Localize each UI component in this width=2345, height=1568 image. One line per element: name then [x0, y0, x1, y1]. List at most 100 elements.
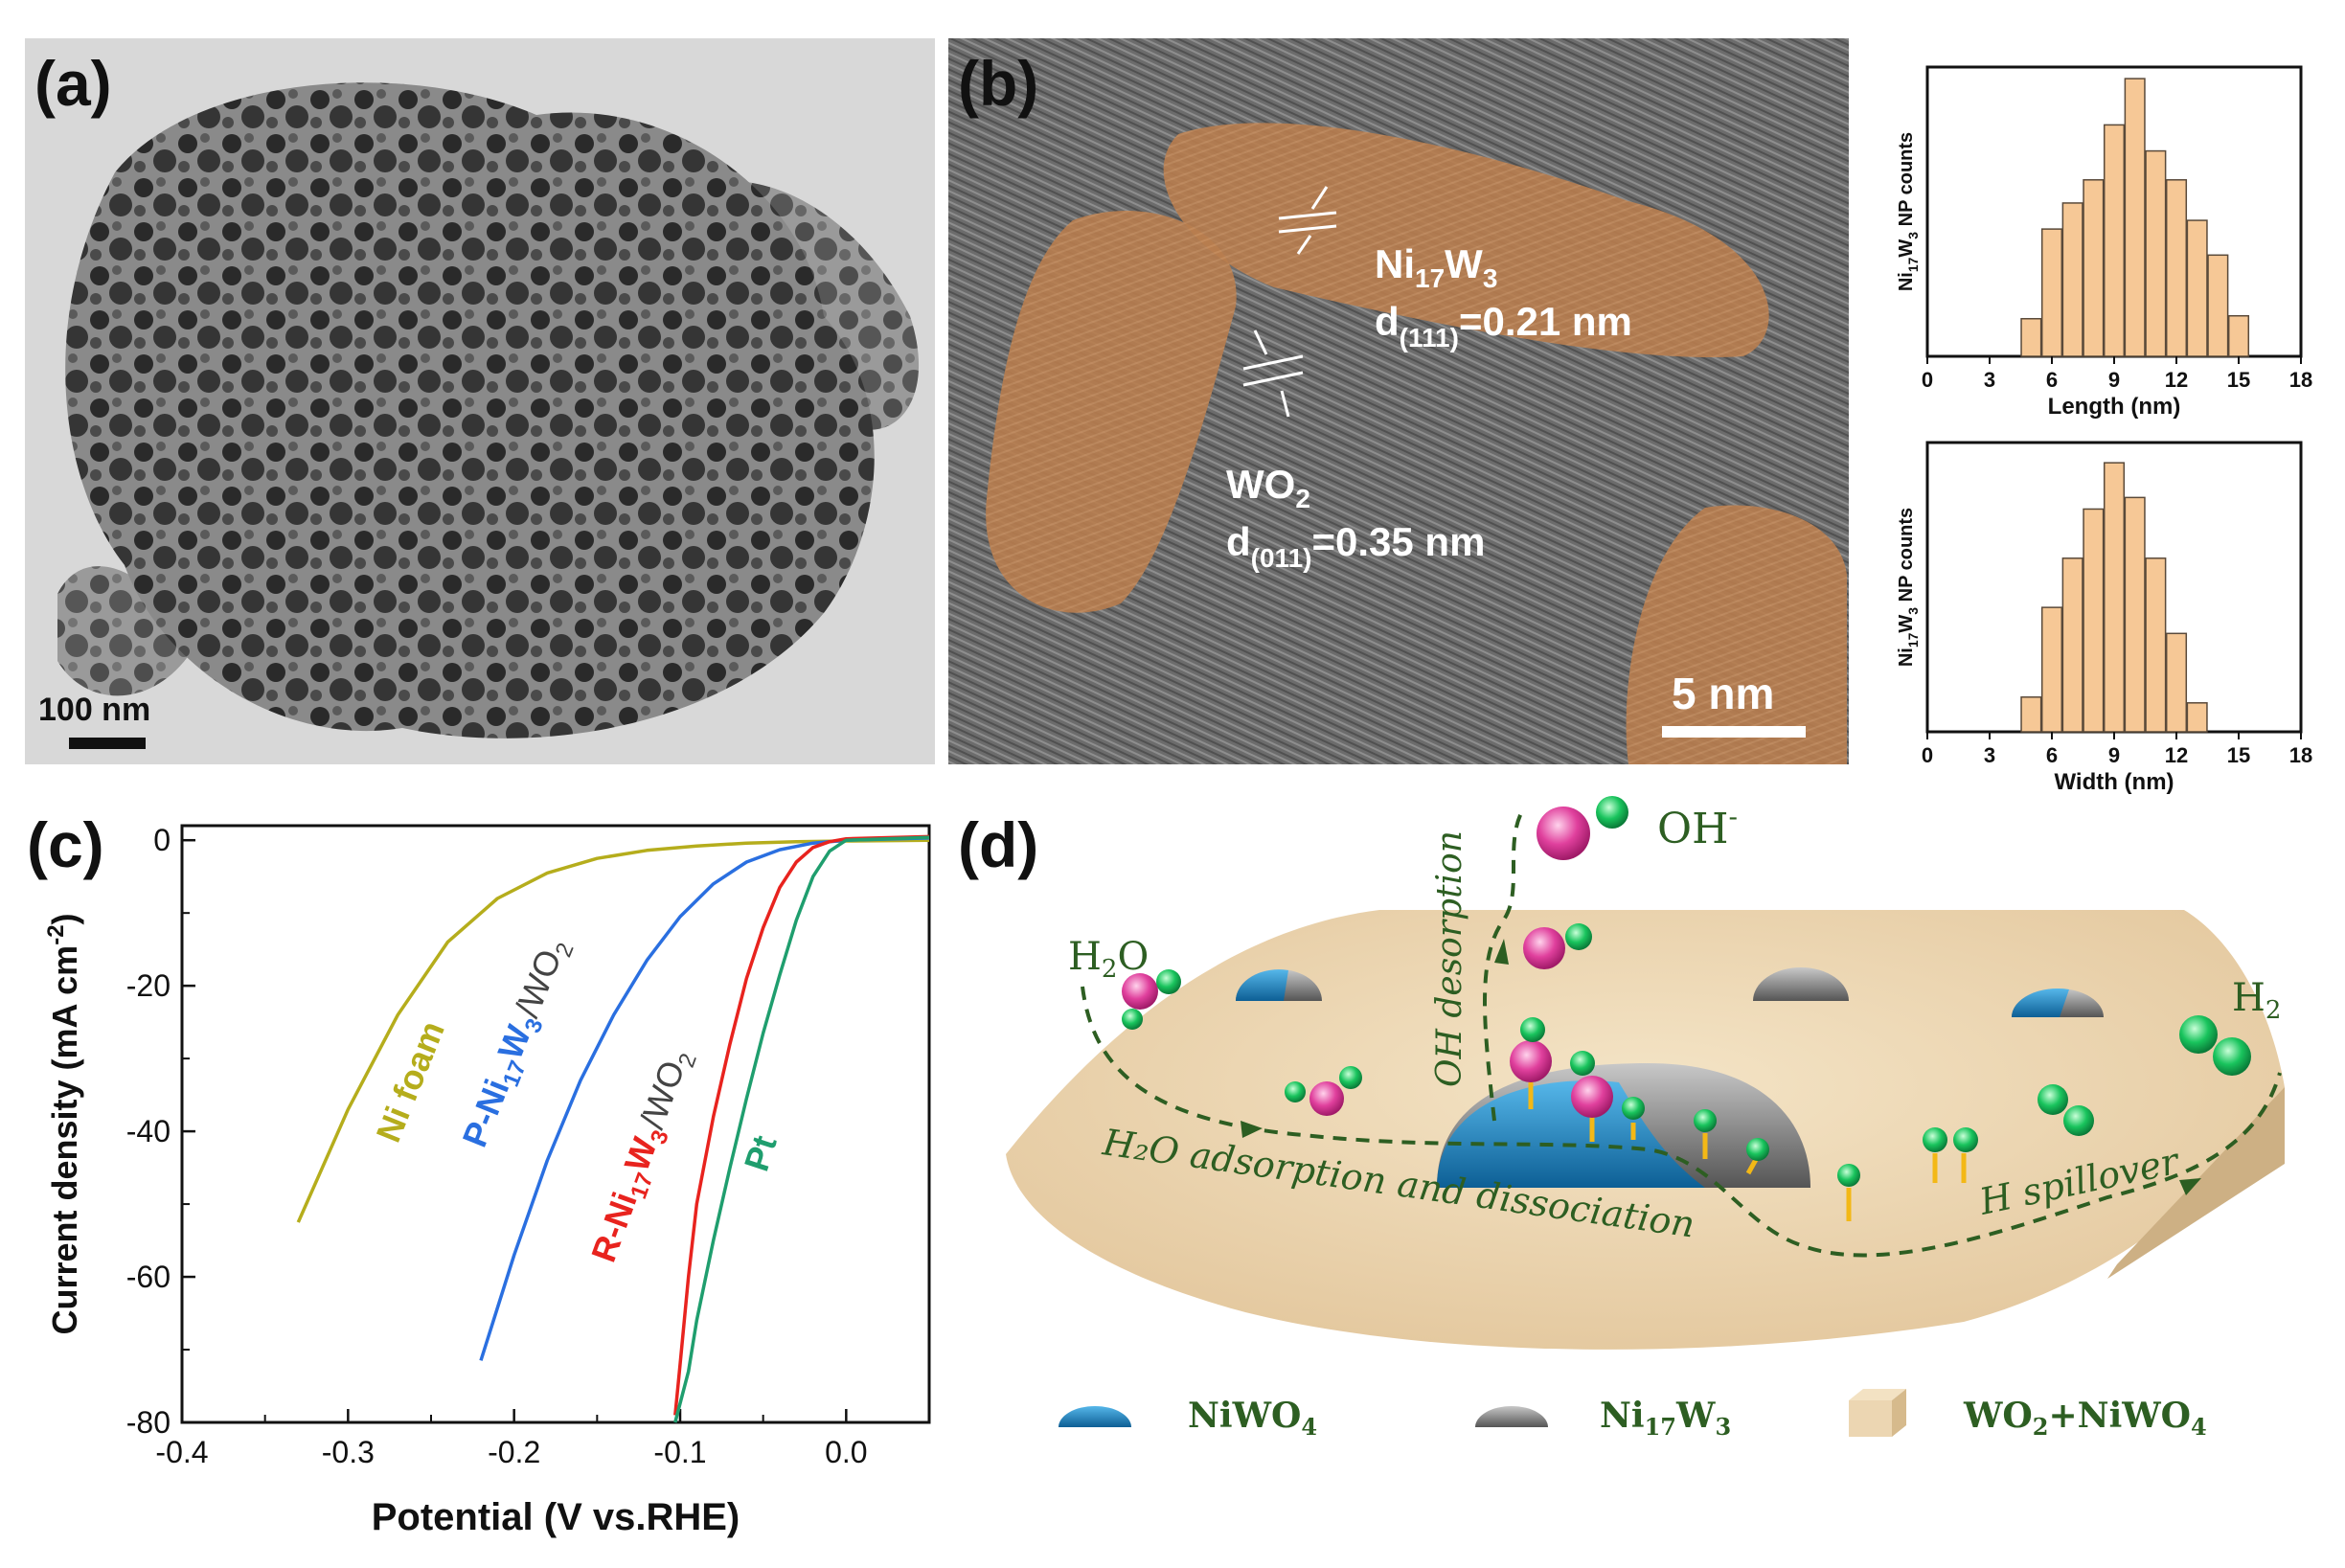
hist-bar: [2040, 228, 2063, 357]
scale-bar-b: [1662, 726, 1806, 738]
hist-tick-label: 15: [2227, 368, 2250, 392]
ni17w3-phase-label: Ni17W3: [1375, 241, 1497, 293]
hist-tick-label: 3: [1984, 368, 1995, 392]
blue-dome-icon: [1059, 1406, 1131, 1427]
legend-ni17w3: Ni17W3: [1475, 1396, 1731, 1441]
oh-desorption-label: OH desorption: [1430, 830, 1469, 1087]
hist-tick-label: 12: [2165, 743, 2188, 767]
y-tick-label: -80: [126, 1405, 171, 1440]
legend-label-ni17w3: Ni17W3: [1600, 1396, 1731, 1441]
h2o-label-left: H2O: [1068, 935, 1149, 984]
hist-tick-label: 9: [2108, 368, 2120, 392]
series-line-ni-foam: [296, 838, 930, 1223]
panel-c: (c): [27, 809, 104, 880]
hist-bar: [2186, 702, 2208, 733]
oh-molecule-mid: [1523, 923, 1592, 969]
series-line-pt: [673, 835, 930, 1423]
hist-bar: [2145, 557, 2167, 733]
hist-tick-label: 18: [2289, 743, 2312, 767]
series-line-r-ni17w3-wo2: [673, 834, 930, 1416]
h2o-molecule-left: [1122, 969, 1181, 1030]
hist-bar: [2061, 202, 2083, 357]
x-tick-label: -0.2: [488, 1435, 540, 1469]
wo2-phase-label: WO2: [1226, 462, 1310, 513]
hist-bar: [2103, 462, 2126, 733]
h2-molecule-right: [2179, 1015, 2251, 1076]
hist-tick-label: 6: [2046, 743, 2058, 767]
y-tick-label: 0: [153, 823, 171, 857]
hist-bar: [2040, 606, 2063, 733]
hist-bar: [2227, 314, 2250, 357]
ni17w3-d-spacing-label: d(111)=0.21 nm: [1375, 299, 1632, 352]
reaction-pathways: [1081, 808, 2282, 1258]
hist-tick-label: 18: [2289, 368, 2312, 392]
annotation-pt: Pt: [737, 1131, 785, 1176]
wo2-d-spacing-label: d(011)=0.35 nm: [1226, 519, 1485, 573]
hist-tick-label: 3: [1984, 743, 1995, 767]
chart-frame: [180, 824, 931, 1424]
hist-tick-label: 15: [2227, 743, 2250, 767]
hist-bar: [2124, 78, 2146, 357]
hist-tick-label: 6: [2046, 368, 2058, 392]
hist-xlabel: Width (nm): [2054, 769, 2174, 795]
hist-bar: [2103, 124, 2126, 357]
lattice-marker-ni17w3: [1278, 186, 1337, 255]
panel-b: (b) Ni17W3 d(111)=0.21 nm WO2 d(011)=0.3…: [948, 38, 1849, 764]
y-axis-label: Current density (mA cm-2): [43, 913, 84, 1334]
panel-label-b: (b): [958, 48, 1038, 119]
hist-bar: [2083, 179, 2105, 357]
hist-tick-label: 9: [2108, 743, 2120, 767]
y-tick-label: -60: [126, 1260, 171, 1294]
hist-bar: [2165, 632, 2188, 733]
h2-molecule-surface: [2038, 1084, 2094, 1136]
ni-wo4-particle-small-right: [2012, 989, 2104, 1017]
ni-wo4-particle-small-left: [1236, 969, 1322, 1001]
annotation-r-ni17w3-wo2: R-Ni17W3/WO2: [583, 1043, 702, 1268]
panel-a: (a) 100 nm: [25, 38, 935, 764]
y-tick-label: -20: [126, 968, 171, 1003]
hist-ylabel: Ni17W3 NP counts: [1896, 132, 1921, 291]
panel-label-d: (d): [958, 809, 1038, 880]
panel-d: (d): [958, 796, 2285, 1441]
panel-label-a: (a): [34, 48, 112, 119]
series-line-p-ni17w3-wo2: [479, 836, 930, 1361]
hist-bar: [2020, 317, 2042, 357]
pathway-arrows: [1241, 939, 2201, 1195]
adsorbed-species: [1510, 1017, 1978, 1221]
h2-label-right: H2: [2232, 976, 2281, 1025]
ni17w3-particle-overlay: [1163, 123, 1769, 358]
x-axis-label: Potential (V vs.RHE): [372, 1496, 740, 1538]
x-tick-label: -0.1: [653, 1435, 706, 1469]
oh-minus-label: OH-: [1657, 801, 1738, 853]
x-tick-label: 0.0: [825, 1435, 867, 1469]
hist-bar: [2020, 696, 2042, 733]
gray-dome-icon: [1475, 1406, 1548, 1427]
annotation-p-ni17w3-wo2: P-Ni17W3/WO2: [454, 932, 579, 1154]
hist-bar: [2124, 496, 2146, 733]
panel-label-c: (c): [27, 809, 104, 880]
beige-cube-icon: [1849, 1389, 1906, 1437]
hist-bar: [2083, 508, 2105, 733]
scale-bar-label-a: 100 nm: [38, 692, 150, 728]
hist-bar: [2061, 557, 2083, 733]
ni17w3-particle-overlay-left: [986, 211, 1237, 613]
legend-nio4: NiWO4: [1059, 1396, 1317, 1441]
x-tick-label: -0.3: [322, 1435, 375, 1469]
scale-bar-a: [69, 738, 146, 749]
hist-ylabel: Ni17W3 NP counts: [1896, 508, 1921, 667]
legend-label-wo2-niwo4: WO2+NiWO4: [1963, 1396, 2207, 1441]
hist-bar: [2186, 219, 2208, 357]
oh-minus-molecule-top: [1537, 796, 1628, 860]
ni17w3-particle-small: [1753, 967, 1849, 1001]
legend-label-niwo4: NiWO4: [1188, 1396, 1317, 1441]
scale-bar-label-b: 5 nm: [1672, 669, 1774, 718]
hist-tick-label: 12: [2165, 368, 2188, 392]
hist-bar: [2207, 254, 2229, 357]
hist-bar: [2145, 149, 2167, 357]
annotation-ni-foam: Ni foam: [368, 1015, 451, 1148]
x-tick-label: -0.4: [155, 1435, 208, 1469]
